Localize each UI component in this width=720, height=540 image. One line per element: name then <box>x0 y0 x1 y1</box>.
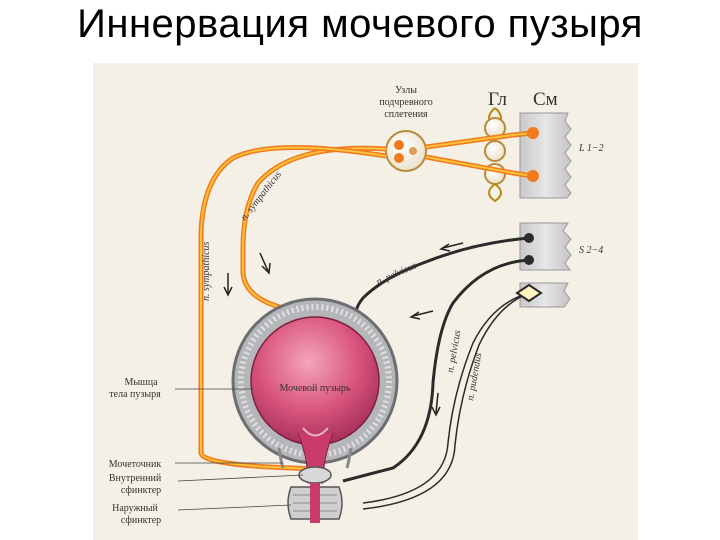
plexus-label-line-2: подчревного <box>379 97 433 108</box>
bladder-label: Мочевой пузырь <box>280 383 351 394</box>
nerve-pelvicus-upper-label: n. pelvicus <box>375 260 419 287</box>
sympathetic-chain-ganglia <box>484 107 506 203</box>
external-sphincter-label-line-1: Наружный <box>112 503 158 514</box>
direction-arrows <box>223 242 464 417</box>
external-sphincter-label-line-2: сфинктер <box>121 515 161 526</box>
hypogastric-plexus-ganglion <box>385 130 427 172</box>
muscle-label-line-2: тела пузыря <box>109 389 161 400</box>
slide-title: Иннервация мочевого пузыря <box>77 2 643 46</box>
spinal-cord-lumbar-segment <box>519 112 572 199</box>
internal-sphincter <box>298 466 332 484</box>
innervation-figure: Гл См Узлы подчревного сплетения L 1−2 S… <box>93 63 638 540</box>
external-sphincter <box>287 483 343 523</box>
internal-sphincter-label-line-2: сфинктер <box>121 485 161 496</box>
header-ganglia-label: Гл <box>488 89 508 110</box>
ureter <box>277 447 353 469</box>
header-spinal-cord-label: См <box>533 89 558 110</box>
innervation-diagram: Гл См Узлы подчревного сплетения L 1−2 S… <box>109 85 604 526</box>
label-leader-lines <box>175 388 304 511</box>
segment-lumbar-label: L 1−2 <box>578 143 604 154</box>
plexus-label-line-3: сплетения <box>384 109 428 120</box>
internal-sphincter-label-line-1: Внутренний <box>109 473 162 484</box>
nerve-pelvicus-lower-label: n. pelvicus <box>445 329 463 373</box>
segment-sacral-label: S 2−4 <box>579 245 603 256</box>
muscle-label-line-1: Мышца <box>124 377 158 388</box>
parasympathetic-nerve-paths <box>342 233 543 510</box>
plexus-label-line-1: Узлы <box>395 85 417 96</box>
ureter-label: Мочеточник <box>109 459 162 470</box>
nerve-sympathicus-left-label: n. sympathicus <box>201 241 212 301</box>
urinary-bladder <box>231 297 399 484</box>
